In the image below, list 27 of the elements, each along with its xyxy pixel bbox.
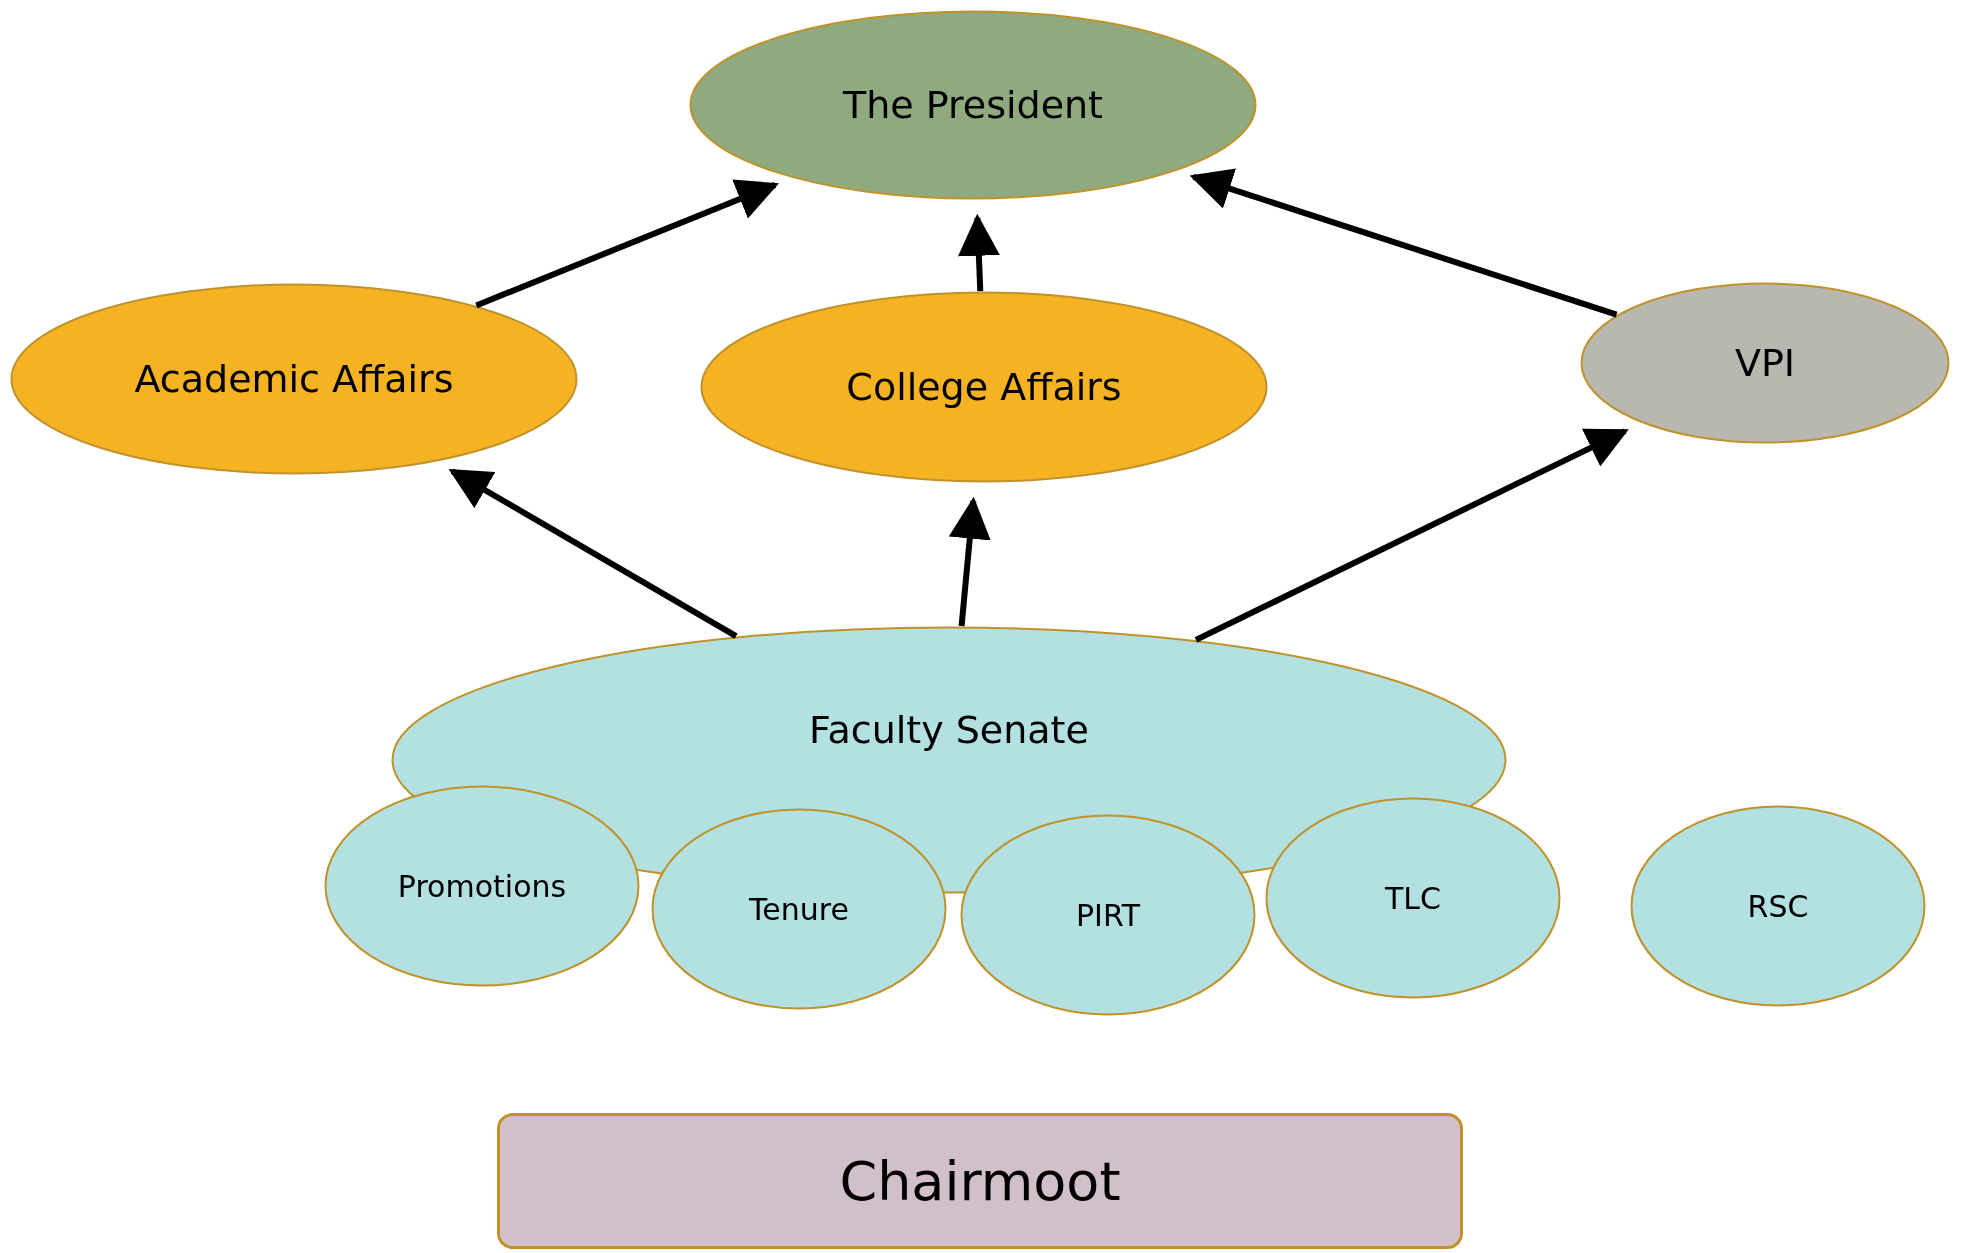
ellipse-node: [1580, 282, 1950, 444]
node-label: Tenure: [749, 890, 849, 929]
ellipse-node: [960, 814, 1256, 1016]
node-label: Faculty Senate: [809, 706, 1089, 754]
node-label: RSC: [1747, 887, 1809, 926]
node-label: Academic Affairs: [134, 355, 454, 403]
node-label: VPI: [1734, 339, 1796, 387]
node-label: College Affairs: [846, 363, 1122, 411]
arrow: [475, 179, 779, 309]
arrow: [448, 468, 738, 639]
node-label: PIRT: [1076, 896, 1140, 935]
rounded-box: [497, 1113, 1463, 1249]
arrow: [948, 496, 991, 627]
ellipse-node: [10, 283, 578, 475]
ellipse-node: [700, 291, 1268, 483]
ellipse-node: [1265, 797, 1561, 999]
arrow: [1189, 168, 1618, 318]
ellipse-node: [651, 808, 947, 1010]
arrow: [1194, 428, 1629, 643]
node-label: Chairmoot: [839, 1148, 1121, 1215]
ellipse-node: [324, 785, 640, 987]
node-label: The President: [843, 81, 1103, 129]
ellipse-node: [689, 10, 1257, 200]
node-label: TLC: [1385, 879, 1441, 918]
ellipse-node: [1630, 805, 1926, 1007]
node-label: Promotions: [397, 867, 567, 906]
arrow: [957, 213, 1000, 292]
